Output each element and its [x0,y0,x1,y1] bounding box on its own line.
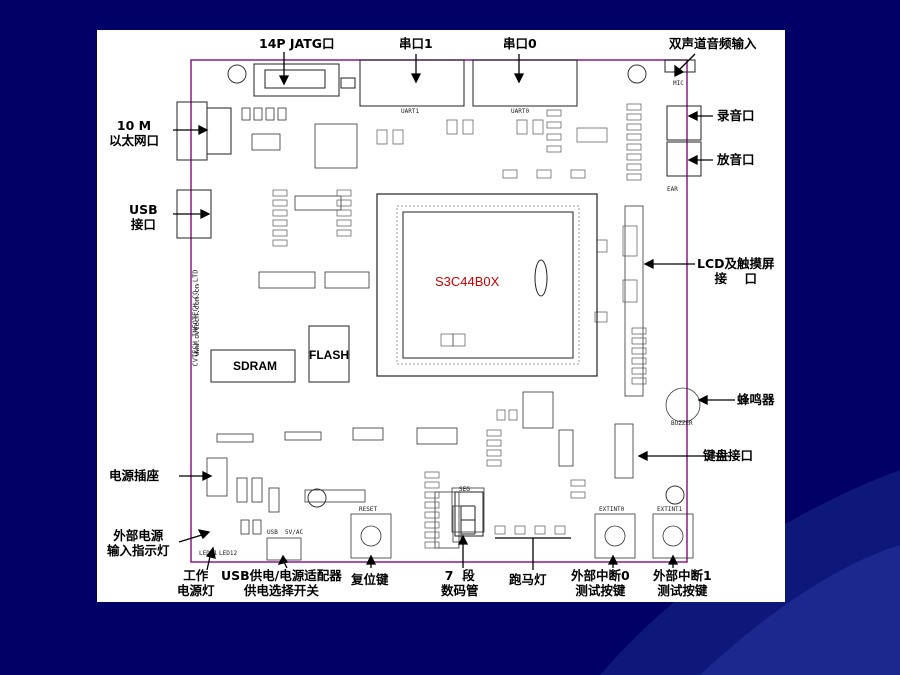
uart0-connector [472,59,578,107]
callout-jtag: 14P JATG口 [259,36,335,51]
callout-lcd: LCD及触摸屏 接 口 [697,256,775,286]
seg-silk: SEG [459,486,470,493]
sdram-label: SDRAM [233,359,277,373]
record-jack [666,105,702,141]
callout-int0-key: 外部中断0 测试按键 [571,568,630,598]
callout-record: 录音口 [717,108,755,123]
callout-marquee: 跑马灯 [509,572,547,587]
vendor-url: www.cvtech.com.cn [192,284,201,356]
callout-buzzer: 蜂鸣器 [737,392,775,407]
sdram-chip [210,349,296,383]
callout-uart1: 串口1 [399,36,433,51]
led1-silk: LED11 [199,550,218,557]
usb-switch-silk: USB 5V/AC [267,529,304,536]
keypad-connector [614,423,634,479]
callout-reset-key: 复位键 [351,572,389,587]
callout-seg7: 7 段 数码管 [441,568,479,598]
callout-int1-key: 外部中断1 测试按键 [653,568,712,598]
reset-silk: RESET [359,506,378,513]
callout-power-socket: 电源插座 [109,468,160,483]
callout-keypad: 键盘接口 [703,448,754,463]
mic-silk: MIC [673,80,684,87]
callout-uart0: 串口0 [503,36,537,51]
reset-button-outline [350,513,392,559]
callout-playback: 放音口 [717,152,755,167]
flash-chip [308,325,350,383]
cpu-package [376,193,598,377]
seven-segment-display [454,491,484,537]
buzzer-silk: BUZZER [671,420,693,427]
callout-ethernet: 10 M 以太网口 [109,118,160,148]
flash-label: FLASH [309,348,349,362]
board-diagram-panel: S3C44B0X SDRAM FLASH CVTECH INFOTECH CO.… [97,30,785,602]
callout-arrows [173,52,735,571]
pcb-drawing [173,52,735,571]
buzzer-outline [665,387,701,423]
callout-usb: USB 接口 [129,202,158,232]
int0-button-outline [594,513,636,559]
callout-ext-power-led: 外部电源 输入指示灯 [107,528,170,558]
callout-audio-in: 双声道音频输入 [669,36,757,51]
playback-jack [666,141,702,177]
uart1-connector [359,59,465,107]
led2-silk: LED12 [219,550,238,557]
uart1-silk: UART1 [401,108,420,115]
lcd-connector [624,205,644,397]
cpu-label: S3C44B0X [435,274,500,289]
jtag-connector [253,63,340,97]
uart0-silk: UART0 [511,108,530,115]
extint0-silk: EXTINT0 [599,506,625,513]
extint1-silk: EXTINT1 [657,506,683,513]
ear-silk: EAR [667,186,678,193]
callout-work-led: 工作 电源灯 [177,568,215,598]
callout-power-switch: USB供电/电源适配器 供电选择开关 [221,568,342,598]
